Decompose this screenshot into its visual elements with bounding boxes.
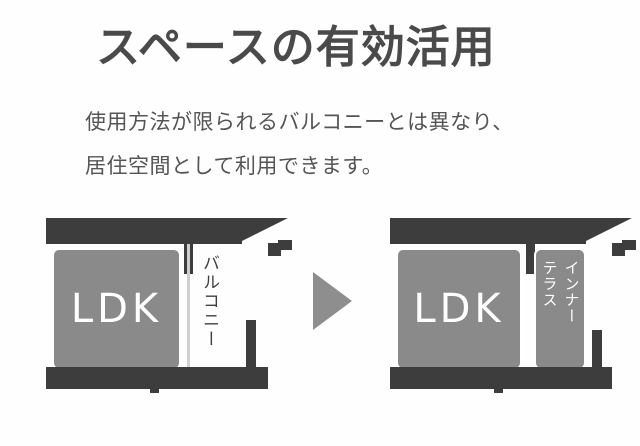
room-box-ldk: LDK bbox=[398, 250, 520, 368]
roof-eave-tip-icon bbox=[278, 240, 292, 250]
room-label-ldk: LDK bbox=[413, 286, 505, 332]
right-arrow-icon bbox=[313, 272, 352, 330]
diagram-after-inner-terrace: LDK インナー テラス bbox=[390, 210, 636, 400]
wall-stub-icon bbox=[526, 244, 535, 274]
balcony-label: バルコニー bbox=[199, 254, 219, 349]
inner-terrace-label-line-1: インナー bbox=[562, 260, 581, 324]
floor-slab-icon bbox=[390, 367, 612, 389]
roof-eave-tip-icon bbox=[622, 240, 636, 250]
room-label-ldk: LDK bbox=[70, 286, 163, 332]
balcony-railing-post bbox=[246, 320, 256, 370]
roof-slab-icon bbox=[46, 218, 242, 244]
room-box-ldk: LDK bbox=[54, 250, 179, 368]
eave-bracket-icon bbox=[268, 243, 281, 256]
floor-slab-icon bbox=[46, 367, 268, 389]
body-copy-line-2: 居住空間として利用できます。 bbox=[85, 154, 384, 178]
roof-eave-icon bbox=[236, 218, 288, 244]
page-title: スペースの有効活用 bbox=[96, 22, 496, 73]
floor-support-nub-icon bbox=[494, 387, 503, 393]
eave-bracket-icon bbox=[612, 243, 625, 256]
body-copy-line-1: 使用方法が限られるバルコニーとは異なり、 bbox=[85, 110, 514, 134]
terrace-post bbox=[592, 330, 602, 372]
room-box-inner-terrace: インナー テラス bbox=[536, 250, 584, 368]
interior-wall-line bbox=[187, 244, 190, 372]
diagram-before-balcony: LDK バルコニー bbox=[46, 210, 292, 400]
inner-terrace-label-line-2: テラス bbox=[540, 260, 559, 308]
body-copy: 使用方法が限られるバルコニーとは異なり、 居住空間として利用できます。 bbox=[85, 100, 565, 188]
floor-support-nub-icon bbox=[150, 387, 159, 393]
roof-eave-icon bbox=[580, 218, 632, 244]
inner-terrace-label: インナー テラス bbox=[536, 260, 584, 388]
roof-slab-icon bbox=[390, 218, 586, 244]
